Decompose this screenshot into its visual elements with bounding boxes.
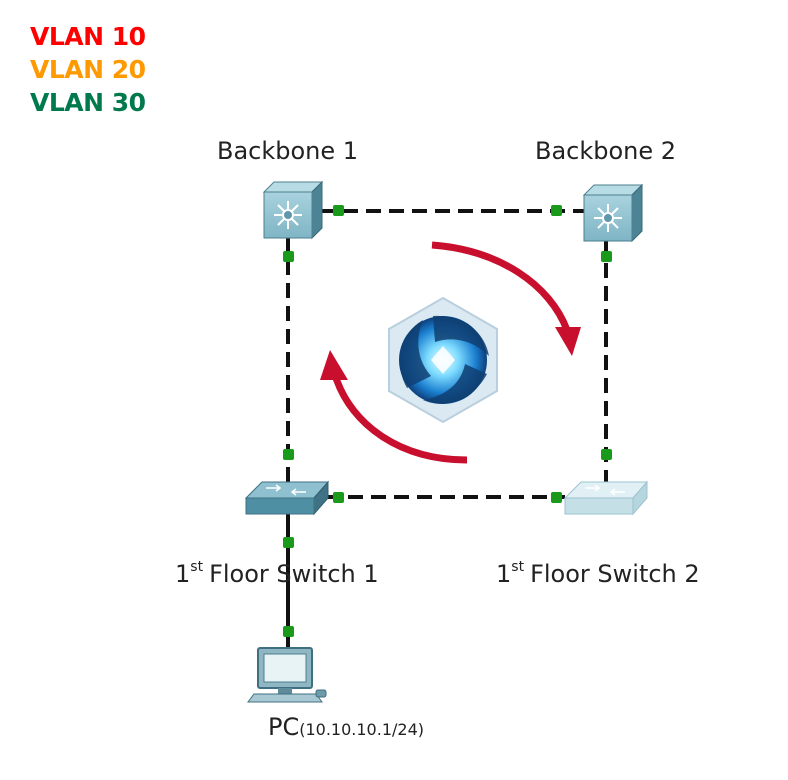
port-dot	[283, 449, 294, 460]
port-dot	[333, 492, 344, 503]
arrow-clockwise-top	[431, 241, 571, 332]
port-dot	[283, 626, 294, 637]
floor-switch1-sup: st	[190, 559, 204, 575]
trunk-links	[286, 209, 608, 499]
pc-label: PC(10.10.10.1/24)	[268, 713, 424, 741]
backbone2-device[interactable]	[582, 183, 644, 243]
layer3-switch-icon	[582, 183, 644, 243]
arrowhead	[555, 327, 581, 356]
vlan-legend: VLAN 10 VLAN 20 VLAN 30	[30, 20, 146, 119]
floor-switch2-sup: st	[511, 559, 525, 575]
rotation-arrow-icon	[332, 241, 571, 464]
floor-switch2-device[interactable]	[563, 480, 649, 516]
pc-icon	[247, 647, 327, 703]
backbone2-label: Backbone 2	[535, 137, 677, 165]
legend-vlan-30: VLAN 30	[30, 88, 146, 117]
arrow-clockwise-bottom	[332, 376, 468, 464]
floor-switch2-text: Floor Switch 2	[530, 560, 700, 588]
floor-switch1-text: Floor Switch 1	[209, 560, 379, 588]
arrowhead	[320, 350, 348, 380]
port-dot	[551, 205, 562, 216]
legend-vlan-10: VLAN 10	[30, 22, 146, 51]
backbone1-device[interactable]	[262, 180, 324, 240]
pc-device[interactable]	[247, 647, 327, 703]
legend-vlan-20: VLAN 20	[30, 55, 146, 84]
port-dot	[601, 251, 612, 262]
floor-switch1-device[interactable]	[244, 480, 330, 516]
pc-ip-address: (10.10.10.1/24)	[299, 720, 424, 739]
port-dot	[283, 537, 294, 548]
layer3-switch-icon	[262, 180, 324, 240]
backbone1-label: Backbone 1	[217, 137, 359, 165]
port-indicators	[283, 205, 612, 637]
floor-switch2-prefix: 1	[496, 560, 512, 588]
floor-switch1-label: 1st Floor Switch 1	[175, 559, 379, 588]
rotation-arrowheads	[320, 327, 581, 380]
floor-switch1-prefix: 1	[175, 560, 191, 588]
port-dot	[601, 449, 612, 460]
floor-switch2-label: 1st Floor Switch 2	[496, 559, 700, 588]
port-dot	[551, 492, 562, 503]
port-dot	[333, 205, 344, 216]
layer2-switch-icon	[244, 480, 330, 516]
layer2-switch-icon	[563, 480, 649, 516]
port-dot	[283, 251, 294, 262]
heroes-logo-icon	[388, 296, 498, 424]
pc-name: PC	[268, 713, 300, 741]
